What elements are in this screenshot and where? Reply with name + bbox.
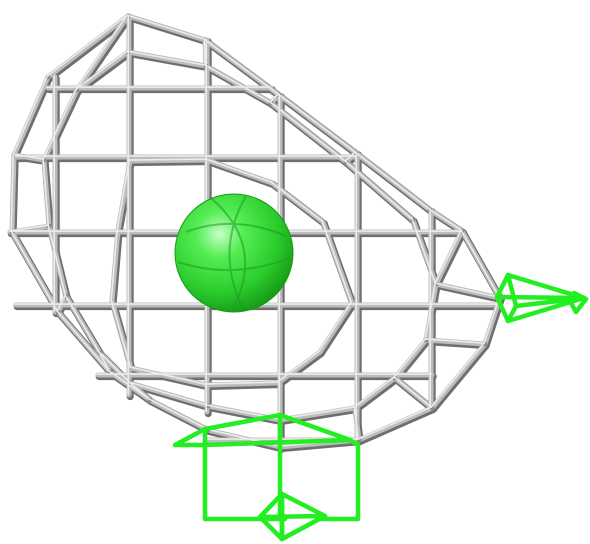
- cage-outer-ring: [432, 344, 485, 408]
- camera-base-diagonal: [260, 516, 325, 517]
- cage-strut: [204, 39, 205, 65]
- cage-outer-ring: [431, 343, 484, 407]
- camera-marker-right: [497, 275, 586, 321]
- cage-outer-ring: [127, 15, 204, 39]
- cage-inner-ring: [206, 159, 271, 182]
- cage-middle-ring: [395, 340, 426, 378]
- camera-marker-bottom: [175, 415, 358, 539]
- cage-outer-ring: [14, 77, 48, 155]
- camera-right-edge: [322, 440, 358, 519]
- cage-middle-ring: [44, 90, 77, 160]
- cage-outer-ring: [461, 230, 499, 297]
- cage-outer-ring: [359, 408, 432, 440]
- sphere: [175, 194, 293, 312]
- cage-outer-ring: [358, 407, 431, 439]
- cage-middle-ring: [394, 339, 425, 377]
- camera-lens: [571, 293, 586, 312]
- cage-inner-ring: [129, 159, 206, 160]
- cage-outer-ring: [48, 16, 128, 77]
- cage-strut: [436, 231, 462, 284]
- cage-strut: [435, 230, 461, 283]
- cage-inner-ring: [320, 303, 352, 352]
- cage-strut: [394, 377, 431, 407]
- cage-outer-ring: [13, 76, 47, 154]
- cage-outer-ring: [11, 231, 57, 311]
